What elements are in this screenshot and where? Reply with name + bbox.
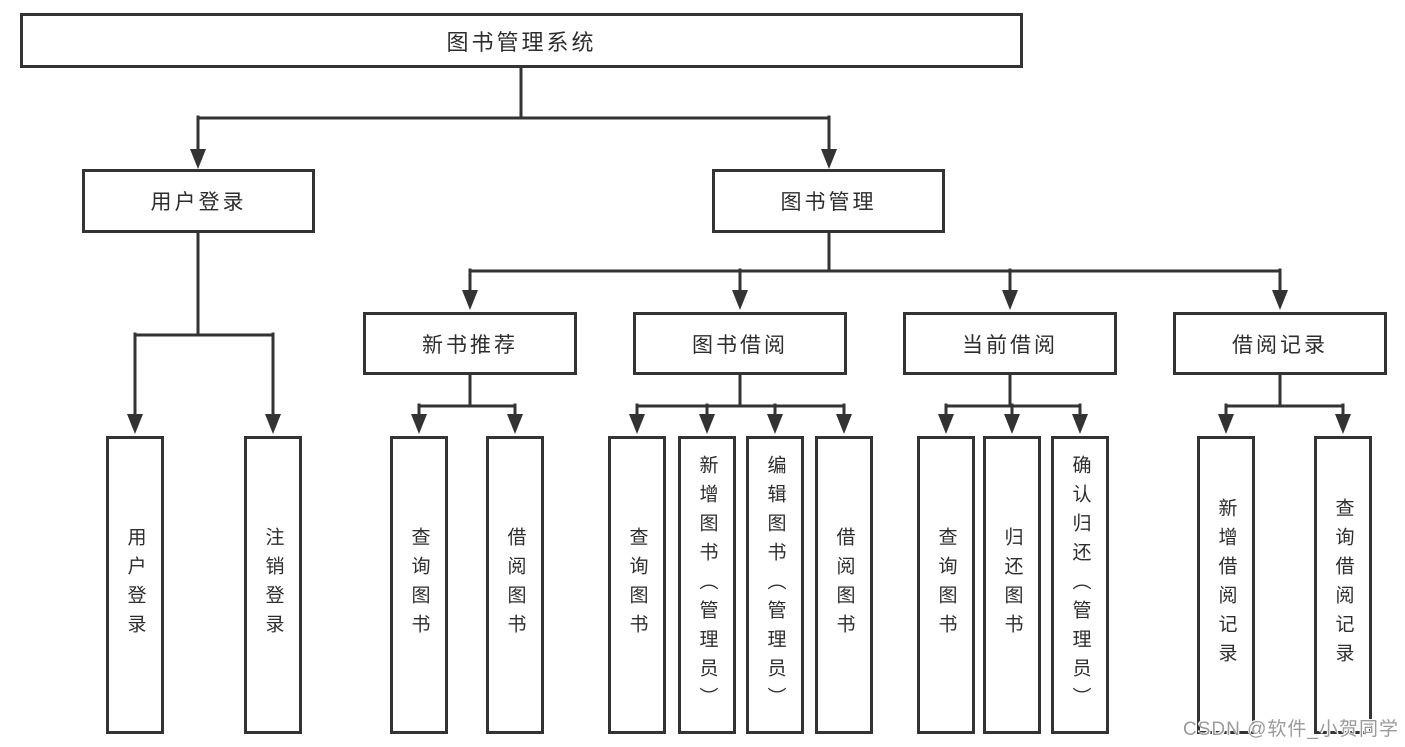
node-label: 归还图书: [1001, 527, 1023, 643]
node-label: 查询图书: [408, 527, 430, 643]
leaf-edit-book-admin: 编辑图书（管理员）: [746, 436, 804, 734]
node-label: 借阅图书: [504, 527, 526, 643]
watermark: CSDN @软件_小贺同学: [1183, 719, 1399, 740]
node-label: 新书推荐: [422, 333, 518, 357]
node-label: 新增借阅记录: [1215, 498, 1237, 672]
node-label: 借阅记录: [1232, 333, 1328, 357]
node-label: 用户登录: [150, 191, 247, 214]
node-book-management: 图书管理: [712, 169, 945, 233]
leaf-logout: 注销登录: [244, 436, 302, 734]
leaf-query-books-borrowing: 查询图书: [608, 436, 666, 734]
leaf-add-book-admin: 新增图书（管理员）: [678, 436, 736, 734]
node-label: 当前借阅: [962, 333, 1058, 357]
node-label: 图书借阅: [692, 333, 788, 357]
node-library-system: 图书管理系统: [20, 13, 1023, 68]
leaf-user-login: 用户登录: [106, 436, 164, 734]
node-book-borrowing: 图书借阅: [633, 312, 847, 375]
leaf-borrow-books-borrowing: 借阅图书: [815, 436, 873, 734]
node-user-login: 用户登录: [82, 169, 315, 233]
node-new-book-recommendation: 新书推荐: [363, 312, 577, 375]
node-label: 新增图书（管理员）: [696, 454, 718, 716]
node-label: 注销登录: [262, 527, 284, 643]
node-label: 图书管理: [780, 191, 877, 214]
leaf-query-books-recommend: 查询图书: [390, 436, 448, 734]
node-label: 确认归还（管理员）: [1069, 454, 1091, 716]
leaf-return-books: 归还图书: [983, 436, 1041, 734]
node-label: 图书管理系统: [446, 29, 597, 55]
node-label: 编辑图书（管理员）: [764, 454, 786, 716]
leaf-add-borrow-record: 新增借阅记录: [1197, 436, 1255, 734]
leaf-borrow-books-recommend: 借阅图书: [486, 436, 544, 734]
node-label: 查询图书: [935, 527, 957, 643]
node-label: 借阅图书: [833, 527, 855, 643]
node-label: 查询图书: [626, 527, 648, 643]
leaf-query-borrow-record: 查询借阅记录: [1314, 436, 1372, 734]
leaf-confirm-return-admin: 确认归还（管理员）: [1051, 436, 1109, 734]
node-label: 查询借阅记录: [1332, 498, 1354, 672]
leaf-query-books-current: 查询图书: [917, 436, 975, 734]
node-borrowing-records: 借阅记录: [1173, 312, 1387, 375]
node-label: 用户登录: [124, 527, 146, 643]
node-current-borrowing: 当前借阅: [903, 312, 1117, 375]
